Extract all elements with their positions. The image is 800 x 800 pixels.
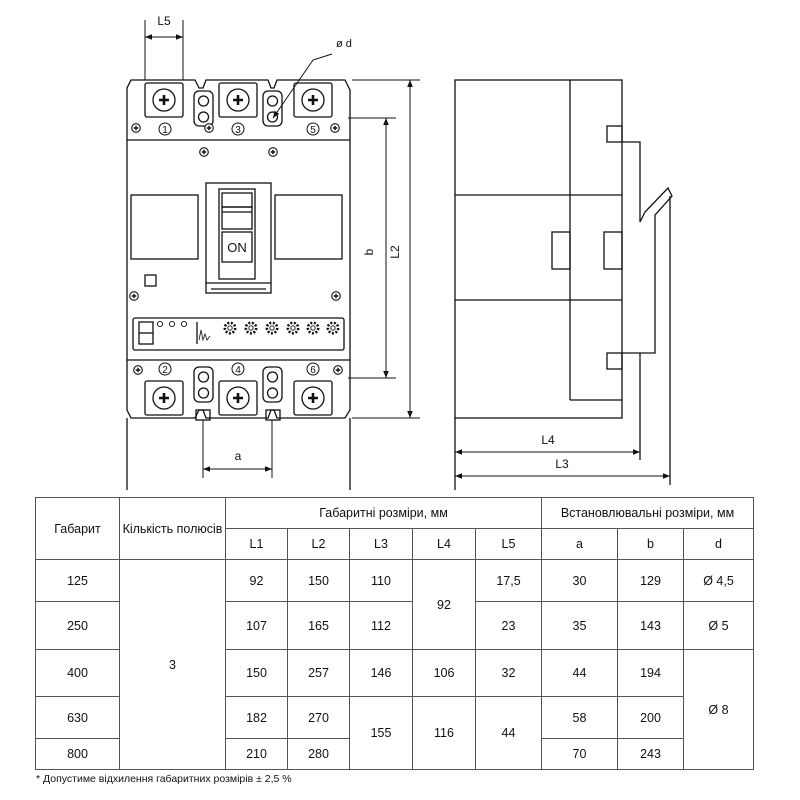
cell-L1: 182 [225, 696, 288, 739]
cell-L2: 257 [287, 649, 350, 697]
header-mounting-dims: Встановлювальні розміри, мм [541, 497, 754, 529]
header-L4: L4 [412, 528, 476, 560]
dim-label-a: a [235, 449, 242, 463]
cell-L5: 23 [475, 601, 542, 650]
trip-unit-details [156, 320, 340, 342]
cell-L5: 17,5 [475, 559, 542, 602]
cell-b: 194 [617, 649, 684, 697]
cell-L4: 116 [412, 696, 476, 770]
terminal-number-2: 2 [162, 365, 168, 376]
cell-L3: 146 [349, 649, 413, 697]
cell-gabarit: 800 [35, 738, 120, 770]
cell-L5: 32 [475, 649, 542, 697]
header-L1: L1 [225, 528, 288, 560]
table-row: 250 107 165 112 23 35 143 Ø 5 [35, 601, 754, 650]
cell-b: 129 [617, 559, 684, 602]
header-L2: L2 [287, 528, 350, 560]
cell-L1: 107 [225, 601, 288, 650]
header-a: a [541, 528, 618, 560]
breaker-drawing: 1 3 5 2 4 6 ON L5 ø d b L2 a [126, 14, 673, 490]
terminal-numbers: 1 3 5 2 4 6 [158, 122, 320, 376]
cell-L2: 165 [287, 601, 350, 650]
cell-gabarit: 630 [35, 696, 120, 739]
front-view [126, 79, 351, 490]
cell-a: 70 [541, 738, 618, 770]
side-view [454, 79, 673, 490]
cell-L2: 280 [287, 738, 350, 770]
cell-a: 30 [541, 559, 618, 602]
header-gabarit: Габарит [35, 497, 120, 560]
side-dimension-lines [455, 449, 670, 479]
cell-L2: 270 [287, 696, 350, 739]
switch-on-label: ON [227, 240, 247, 255]
header-L5: L5 [475, 528, 542, 560]
dim-label-b: b [362, 248, 376, 255]
table-row: 400 150 257 146 106 32 44 194 Ø 8 [35, 649, 754, 770]
cell-gabarit: 250 [35, 601, 120, 650]
header-d: d [683, 528, 754, 560]
dim-label-L5: L5 [157, 14, 171, 28]
cell-d: Ø 8 [683, 649, 754, 770]
dim-label-L3: L3 [555, 457, 569, 471]
cell-b: 243 [617, 738, 684, 770]
cell-L4: 92 [412, 559, 476, 650]
header-poles: Кількість полюсів [119, 497, 226, 560]
terminal-number-6: 6 [310, 365, 316, 376]
cell-L2: 150 [287, 559, 350, 602]
terminal-number-4: 4 [235, 365, 241, 376]
cell-d: Ø 5 [683, 601, 754, 650]
cell-b: 200 [617, 696, 684, 739]
cell-a: 35 [541, 601, 618, 650]
table-row: 630 182 270 155 116 44 58 200 [35, 696, 754, 770]
cell-gabarit: 125 [35, 559, 120, 602]
dim-label-L2: L2 [388, 245, 402, 259]
cell-L1: 92 [225, 559, 288, 602]
terminal-number-3: 3 [235, 125, 241, 136]
cell-L1: 210 [225, 738, 288, 770]
cell-L1: 150 [225, 649, 288, 697]
dimension-lines [144, 20, 420, 478]
header-b: b [617, 528, 684, 560]
cell-b: 143 [617, 601, 684, 650]
cell-a: 44 [541, 649, 618, 697]
table-row: 800 210 280 70 243 [35, 738, 754, 770]
table-row: 125 3 92 150 110 92 17,5 30 129 Ø 4,5 [35, 559, 754, 770]
dim-label-d: ø d [336, 38, 352, 50]
header-L3: L3 [349, 528, 413, 560]
cell-d: Ø 4,5 [683, 559, 754, 602]
header-overall-dims: Габаритні розміри, мм [225, 497, 542, 529]
cell-gabarit: 400 [35, 649, 120, 697]
tolerance-footnote: * Допустиме відхилення габаритних розмір… [36, 773, 292, 785]
cell-poles: 3 [119, 559, 226, 770]
cell-L5: 44 [475, 696, 542, 770]
cell-L3: 112 [349, 601, 413, 650]
cell-L4: 106 [412, 649, 476, 697]
cell-a: 58 [541, 696, 618, 739]
cell-L3: 110 [349, 559, 413, 602]
terminal-number-1: 1 [162, 125, 168, 136]
dimensions-table: Габарит Кількість полюсів Габаритні розм… [35, 497, 754, 770]
dim-label-L4: L4 [541, 433, 555, 447]
terminal-number-5: 5 [310, 125, 316, 136]
cell-L3: 155 [349, 696, 413, 770]
